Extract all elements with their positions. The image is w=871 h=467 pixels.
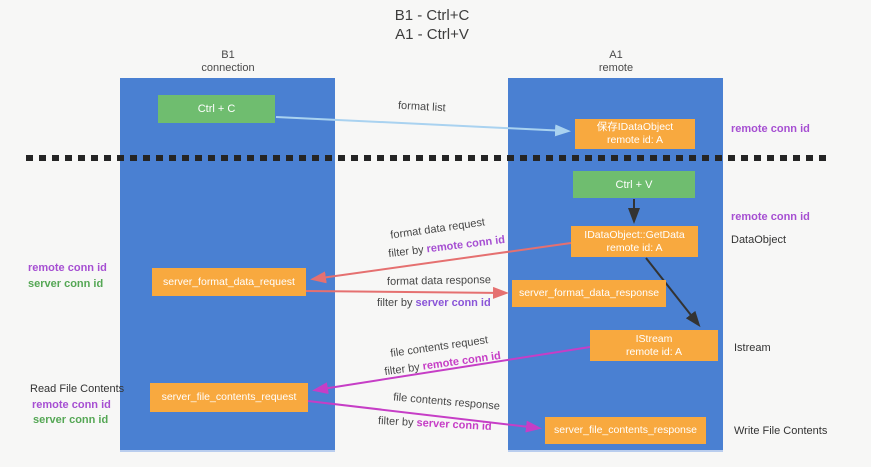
- format-data-response-label: format data response: [386, 274, 492, 288]
- left-column-header: B1 connection: [148, 49, 308, 75]
- session-separator-dashed-line: [26, 155, 832, 161]
- format-response-filter-label: filter by server conn id: [377, 297, 491, 309]
- idataobject-getdata-line2: remote id: A: [606, 241, 663, 254]
- server-format-data-request-label: server_format_data_request: [163, 275, 295, 288]
- left-server-conn-id-annotation-2: server conn id: [33, 414, 109, 426]
- format-list-label: format list: [397, 99, 446, 115]
- left-remote-conn-id-annotation: remote conn id: [28, 262, 107, 274]
- ctrl-c-box: Ctrl + C: [158, 95, 275, 123]
- remote-conn-id-annotation-mid: remote conn id: [731, 211, 810, 223]
- server-format-data-response-box: server_format_data_response: [512, 280, 666, 307]
- istream-line1: IStream: [635, 332, 673, 345]
- server-file-contents-response-label: server_file_contents_response: [553, 424, 697, 436]
- remote-conn-id-key: remote conn id: [425, 233, 506, 256]
- right-column-header: A1 remote: [536, 49, 696, 75]
- filter-by-text: filter by: [383, 360, 424, 379]
- idataobject-getdata-line1: IDataObject::GetData: [584, 228, 685, 241]
- istream-annotation: Istream: [734, 342, 771, 354]
- idataobject-getdata-box: IDataObject::GetData remote id: A: [571, 226, 698, 257]
- save-idataobject-line2: remote id: A: [606, 134, 664, 146]
- file-contents-response-label: file contents response: [392, 391, 501, 413]
- save-idataobject-line1: 保存IDataObject: [596, 121, 674, 133]
- filter-by-text: filter by: [377, 297, 416, 309]
- left-column-role: connection: [201, 62, 255, 74]
- server-conn-id-key: server conn id: [415, 297, 491, 309]
- server-file-contents-request-label: server_file_contents_request: [161, 391, 297, 403]
- write-file-contents-annotation: Write File Contents: [734, 425, 828, 437]
- right-column-role: remote: [598, 62, 634, 74]
- server-format-data-response-label: server_format_data_response: [518, 287, 660, 299]
- ctrl-c-label: Ctrl + C: [197, 103, 236, 115]
- server-format-data-request-box: server_format_data_request: [152, 268, 306, 296]
- ctrl-v-box: Ctrl + V: [573, 171, 695, 198]
- server-conn-id-key: server conn id: [416, 417, 492, 433]
- format-response-arrow: [305, 286, 509, 299]
- diagram-title-line2: A1 - Ctrl+V: [395, 26, 469, 43]
- read-file-contents-annotation: Read File Contents: [30, 383, 125, 395]
- filter-by-text: filter by: [377, 415, 417, 430]
- left-column-name: B1: [221, 49, 235, 61]
- left-remote-conn-id-annotation-2: remote conn id: [32, 399, 111, 411]
- istream-line2: remote id: A: [625, 345, 683, 358]
- istream-box: IStream remote id: A: [590, 330, 718, 361]
- diagram-title: B1 - Ctrl+C A1 - Ctrl+V: [300, 6, 564, 44]
- ctrl-v-label: Ctrl + V: [615, 178, 653, 191]
- server-file-contents-request-box: server_file_contents_request: [150, 383, 308, 412]
- left-server-conn-id-annotation: server conn id: [28, 278, 104, 290]
- dataobject-annotation: DataObject: [731, 234, 787, 246]
- right-column-name: A1: [609, 49, 623, 61]
- remote-conn-id-annotation-top: remote conn id: [731, 123, 810, 135]
- file-response-filter-label: filter by server conn id: [378, 415, 492, 433]
- save-idataobject-box: 保存IDataObject remote id: A: [575, 119, 695, 149]
- diagram-title-line1: B1 - Ctrl+C: [394, 7, 470, 24]
- filter-by-text: filter by: [387, 243, 428, 261]
- server-file-contents-response-box: server_file_contents_response: [545, 417, 706, 444]
